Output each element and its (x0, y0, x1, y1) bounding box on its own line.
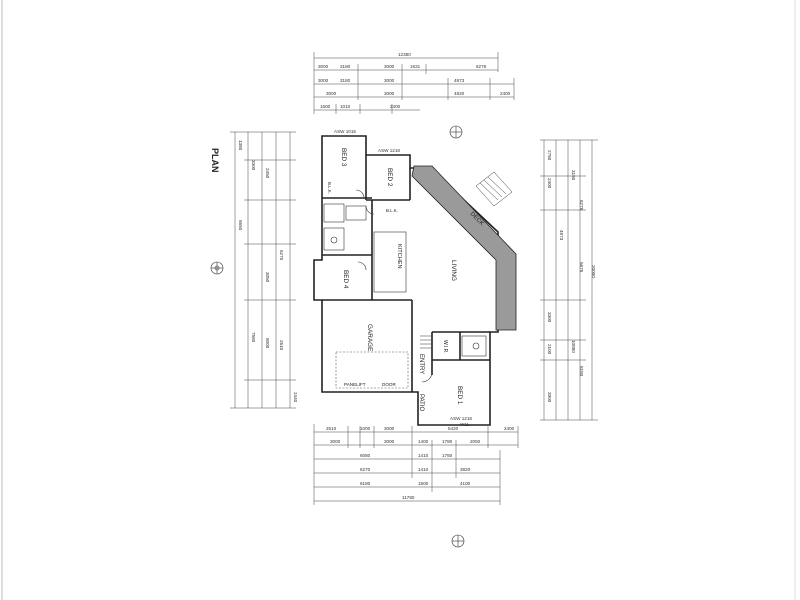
dim-left-8: 8000 (265, 338, 270, 349)
exterior-wall (313, 135, 499, 426)
dim-bottom-r1-2: 3000 (384, 426, 395, 431)
dim-bottom-r1-3: 5420 (448, 426, 459, 431)
entry-steps (420, 335, 432, 349)
garage-door-outline (335, 351, 409, 389)
window-tag-bed2: ASW 1218 (378, 148, 400, 153)
window-tag-bed1: ASW 1218 (450, 416, 472, 421)
room-label-kitchen: KITCHEN (396, 244, 402, 269)
dim-top-r4-2: 2400 (390, 104, 401, 109)
bathroom-fixtures (323, 203, 487, 357)
dim-bottom-r1-0: 2510 (326, 426, 337, 431)
dim-top-r3-0: 3000 (326, 91, 337, 96)
room-label-bed1: BED 1 (456, 386, 463, 405)
kitchen-bench (373, 231, 407, 293)
dim-top-r3-2: 4820 (454, 91, 465, 96)
dim-right-6: 10880 (571, 340, 576, 353)
dim-bottom-r4-2: 3820 (460, 467, 471, 472)
dimensions-right: 2780 3150 2400 6278 4873 5675 10880 3300… (540, 139, 598, 421)
dim-right-5: 5675 (579, 262, 584, 273)
dim-top-total: 12380 (398, 52, 411, 57)
dim-right-2: 2400 (547, 178, 552, 189)
dimensions-left: 1380 3300 2450 5650 6270 7580 2440 3050 … (230, 131, 298, 409)
dim-bottom-r4-0: 6270 (360, 467, 371, 472)
dim-bottom-r5-1: 1500 (418, 481, 429, 486)
dim-right-11: 20000 (591, 265, 596, 278)
dim-left-2: 2450 (265, 168, 270, 179)
dim-bottom-r3-0: 6080 (360, 453, 371, 458)
room-label-living: LIVING (450, 260, 457, 281)
room-label-entry: ENTRY (418, 354, 424, 374)
dim-right-10: 3900 (547, 392, 552, 403)
dim-right-4: 4873 (559, 230, 564, 241)
dim-bottom-r1-1: 1000 (360, 426, 371, 431)
dim-top-r4-1: 1010 (340, 104, 351, 109)
dim-top-r1-0: 3000 (318, 64, 329, 69)
dim-left-3: 5650 (238, 220, 243, 231)
room-label-garage: GARAGE (366, 324, 373, 351)
dimensions-top: 12380 3000 3180 3000 1631 6278 3000 3180… (313, 52, 515, 114)
compass-top-icon (449, 125, 463, 139)
dim-top-r1-2: 3000 (384, 64, 395, 69)
dim-left-4: 6270 (279, 250, 284, 261)
label-panelift: PANELIFT (344, 382, 366, 387)
dim-left-0: 1380 (238, 140, 243, 151)
dim-top-r4-0: 1500 (320, 104, 331, 109)
room-label-bed2: BED 2 (386, 168, 393, 187)
dim-top-r3-1: 3000 (384, 91, 395, 96)
room-label-patio: PATIO (418, 394, 424, 411)
dim-bottom-r1-4: 2400 (504, 426, 515, 431)
room-label-bed3: BED 3 (340, 148, 347, 167)
dim-top-r1-3: 1631 (410, 64, 421, 69)
compass-bottom-icon (451, 534, 465, 548)
dim-bottom-r2-0: 3000 (330, 439, 341, 444)
room-label-wir: W.I.R. (442, 340, 448, 354)
deck-stairs (475, 171, 513, 207)
dim-bottom-r5-2: 4100 (460, 481, 471, 486)
room-label-blk1: B.L.K. (327, 182, 332, 194)
dim-bottom-r5-0: 6180 (360, 481, 371, 486)
room-label-bed4: BED 4 (342, 270, 349, 289)
dim-right-1: 3150 (571, 170, 576, 181)
dim-top-r2-1: 3180 (340, 78, 351, 83)
dim-bottom-r3-2: 1760 (442, 453, 453, 458)
dim-top-r2-3: 4873 (454, 78, 465, 83)
dim-top-r3-3: 2400 (500, 91, 511, 96)
dim-right-8: 2100 (547, 344, 552, 355)
dim-bottom-total: 11780 (402, 495, 415, 500)
dim-bottom-r3-1: 1410 (418, 453, 429, 458)
dim-left-1: 3300 (251, 160, 256, 171)
dim-bottom-r4-1: 1410 (418, 467, 429, 472)
dim-right-0: 2780 (547, 150, 552, 161)
dim-right-3: 6278 (579, 200, 584, 211)
floor-plan: DECK KITCHEN PANELIFT DOOR (313, 129, 517, 427)
dimensions-bottom: 2510 1000 3000 5420 2400 3000 3000 1400 … (313, 424, 519, 505)
dim-bottom-r2-2: 1400 (418, 439, 429, 444)
dim-top-r1-1: 3180 (340, 64, 351, 69)
dim-left-7: 3050 (265, 272, 270, 283)
room-label-blk2: B.L.K. (386, 208, 398, 213)
dim-left-9: 2610 (279, 340, 284, 351)
dim-top-r1-4: 6278 (476, 64, 487, 69)
door-swings (355, 189, 433, 383)
deck-area (411, 165, 517, 331)
plan-title: PLAN (210, 148, 220, 173)
dim-right-7: 3300 (547, 312, 552, 323)
dim-bottom-r2-1: 3000 (384, 439, 395, 444)
label-door: DOOR (382, 382, 396, 387)
dim-bottom-r2-4: 2050 (470, 439, 481, 444)
compass-left-icon (210, 261, 224, 275)
dim-top-r2-2: 3000 (384, 78, 395, 83)
dim-left-6: 2440 (293, 392, 298, 403)
window-tag-bed3: ASW 1015 (334, 129, 356, 134)
dim-left-5: 7580 (251, 332, 256, 343)
dim-top-r2-0: 3000 (318, 78, 329, 83)
window-tag-bed1-w: W11 (460, 422, 470, 427)
dim-bottom-r2-3: 1780 (442, 439, 453, 444)
interior-walls (322, 155, 490, 392)
dim-right-9: 8180 (579, 366, 584, 377)
